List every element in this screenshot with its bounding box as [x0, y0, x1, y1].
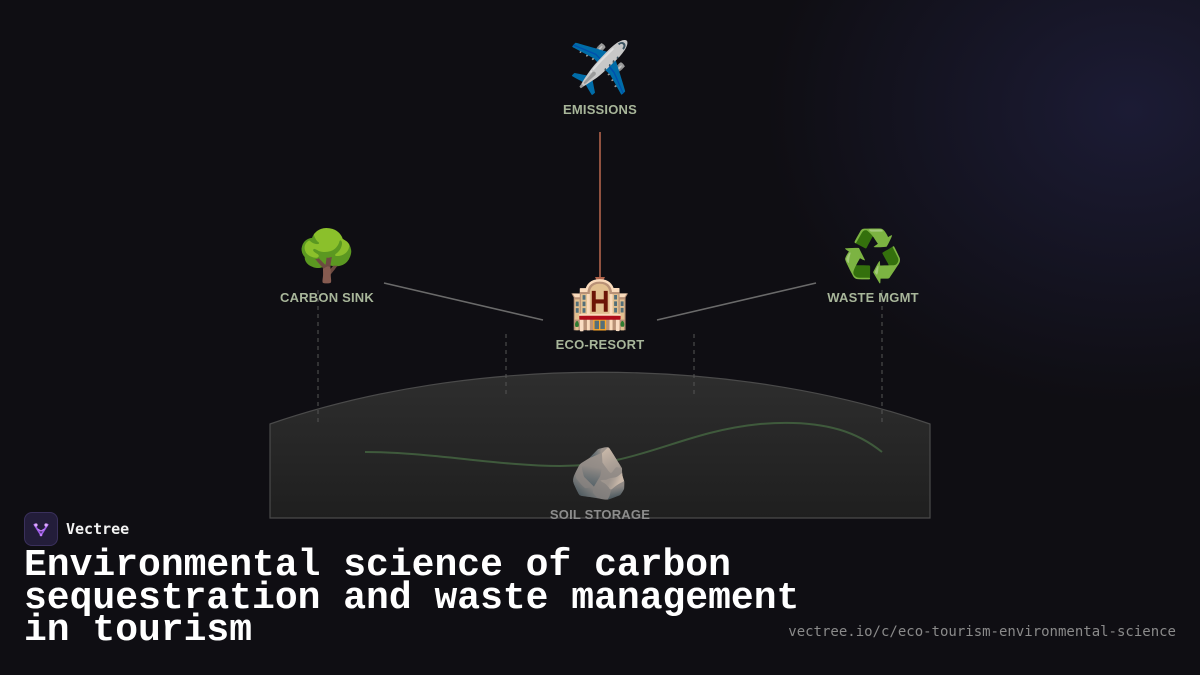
node-soil-storage: 🪨 SOIL STORAGE: [550, 445, 650, 522]
eco-resort-label: ECO-RESORT: [555, 337, 645, 352]
vectree-logo-icon: [24, 512, 58, 546]
root-line: [364, 421, 883, 468]
node-waste-mgmt: ♻️ WASTE MGMT: [827, 228, 919, 305]
node-eco-resort: 🏨 ECO-RESORT: [556, 275, 645, 352]
recycle-icon: ♻️: [841, 227, 905, 285]
rock-icon: 🪨: [568, 444, 632, 502]
node-carbon-sink: 🌳 CARBON SINK: [280, 228, 374, 305]
page-title: Environmental science of carbon sequestr…: [24, 544, 800, 652]
connector-carbon-sink-to-resort: [383, 282, 544, 321]
brand: Vectree: [24, 512, 129, 546]
waste-mgmt-label: WASTE MGMT: [827, 290, 919, 305]
airplane-icon: ✈️: [568, 39, 632, 97]
brand-name: Vectree: [66, 520, 130, 538]
soil-storage-label: SOIL STORAGE: [549, 507, 651, 522]
emissions-label: EMISSIONS: [562, 102, 638, 117]
ground-layer: [269, 371, 931, 519]
connector-waste-mgmt-to-resort: [656, 282, 817, 321]
source-url: vectree.io/c/eco-tourism-environmental-s…: [788, 624, 1176, 640]
hotel-icon: 🏨: [568, 274, 632, 332]
tree-icon: 🌳: [295, 227, 359, 285]
node-emissions: ✈️ EMISSIONS: [563, 40, 637, 117]
carbon-sink-label: CARBON SINK: [280, 290, 374, 305]
